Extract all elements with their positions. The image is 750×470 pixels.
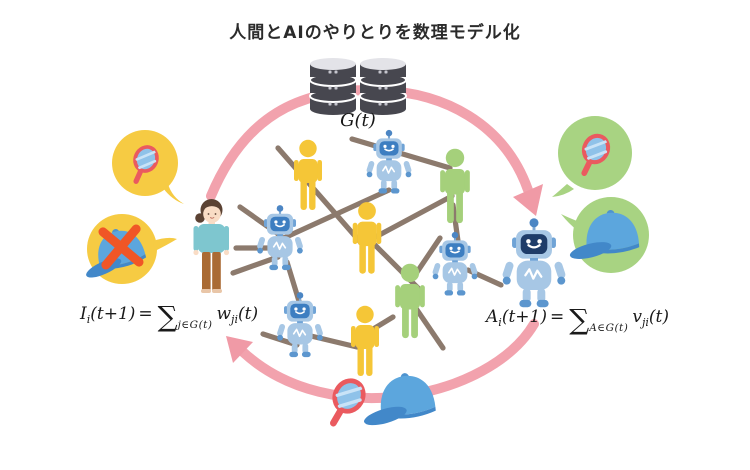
robot-figure: [275, 291, 325, 358]
sigma-sub: j∈G(t): [177, 319, 213, 331]
database-label: G(t): [340, 110, 376, 131]
human-green-figure: [395, 263, 425, 339]
human-bubble-no-cap: [76, 214, 177, 284]
robot-figure: [365, 129, 413, 195]
equals-sign: =: [138, 304, 153, 324]
formula-args: (t): [648, 307, 670, 327]
formula-term: v: [632, 307, 642, 327]
human-yellow-figure: [351, 305, 379, 376]
arrowhead-left-icon: [226, 336, 253, 363]
formula-var: A: [486, 307, 499, 327]
human-yellow-figure: [352, 202, 382, 274]
human-update-formula: Ii(t+1)=∑j∈G(t)wji(t): [80, 300, 258, 333]
sigma-symbol: ∑: [569, 303, 590, 336]
diagram-title: 人間とAIのやりとりを数理モデル化: [229, 23, 521, 43]
human-user-figure: [193, 199, 230, 293]
human-yellow-figure: [294, 139, 322, 210]
equals-sign: =: [549, 307, 565, 327]
formula-args: (t): [237, 304, 259, 324]
x-mark-icon: [98, 224, 144, 270]
sigma-symbol: ∑: [157, 300, 178, 333]
hand-mirror-icon: [320, 376, 369, 433]
ai-update-formula: Ai(t+1)=∑A∈G(t)vji(t): [486, 303, 669, 336]
formula-term-sub: ji: [231, 313, 238, 326]
human-bubble-mirror: [112, 130, 184, 204]
formula-term: w: [216, 304, 232, 324]
formula-term-sub: ji: [641, 316, 649, 329]
formula-var-sub: i: [498, 316, 502, 329]
robot-bubble-mirror: [552, 116, 632, 197]
formula-args: (t+1): [90, 304, 136, 324]
formula-args: (t+1): [501, 307, 547, 327]
formula-var-sub: i: [86, 313, 91, 326]
arrowhead-right-icon: [513, 184, 543, 216]
robot-bubble-cap: [561, 197, 649, 273]
ai-robot-figure: [500, 217, 568, 309]
sigma-sub: A∈G(t): [589, 322, 629, 334]
formula-var: I: [80, 304, 87, 324]
